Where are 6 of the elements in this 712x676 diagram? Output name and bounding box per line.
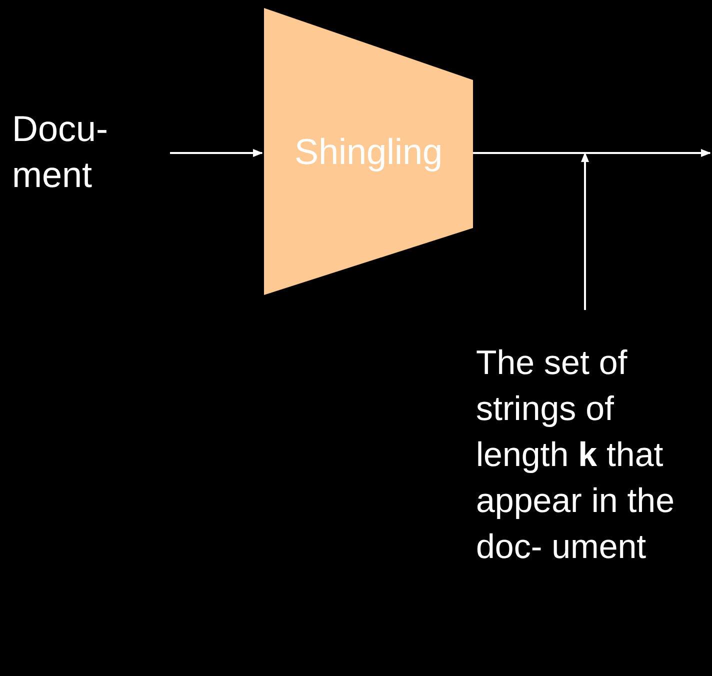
output-description: The set of strings of length k that appear in the doc- ument <box>476 343 676 568</box>
arrow <box>473 149 711 157</box>
arrow <box>581 152 589 310</box>
arrow <box>170 149 263 157</box>
block-label: Shingling <box>294 130 443 174</box>
input-label: Docu- ment <box>12 107 110 197</box>
